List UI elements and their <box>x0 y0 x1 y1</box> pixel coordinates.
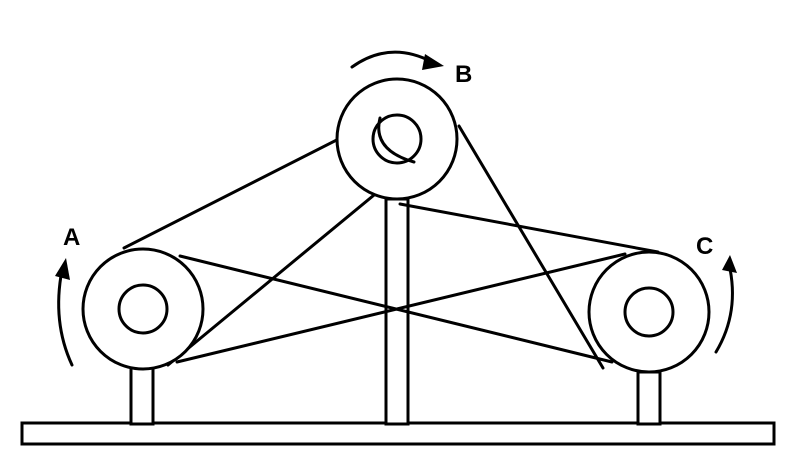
belt-b-to-c-right <box>457 124 605 370</box>
counterclockwise-arrow-icon <box>714 255 737 354</box>
support-c <box>636 370 662 426</box>
label-a: A <box>63 224 80 251</box>
label-b: B <box>455 61 472 88</box>
pulley-a <box>81 247 205 371</box>
belts <box>122 116 660 370</box>
support-a <box>129 364 155 426</box>
belt-a-to-c-cross-2 <box>175 252 627 364</box>
pulley-b <box>335 77 459 201</box>
belt-a-bottom-to-b-inner <box>166 160 416 367</box>
clockwise-arrow-icon <box>350 50 444 70</box>
base-plate <box>20 421 776 446</box>
pulley-c <box>587 250 711 374</box>
label-c: C <box>696 233 713 260</box>
counterclockwise-arrow-icon <box>55 258 74 367</box>
belt-b-to-c-top <box>398 202 660 254</box>
